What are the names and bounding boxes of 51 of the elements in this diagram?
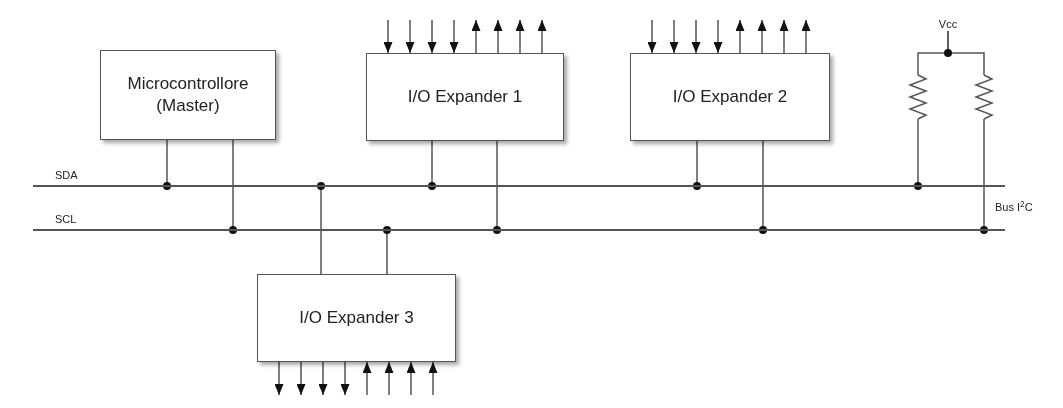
signal-arrow [427,19,437,54]
wire [759,140,767,234]
signal-arrow [515,19,525,54]
resistor-symbol [976,75,992,119]
signal-arrow [647,19,657,54]
wire [980,118,988,234]
wire [229,139,237,234]
signal-arrow [384,361,394,396]
signal-arrow [669,19,679,54]
signal-arrow [471,19,481,54]
signal-arrow [713,19,723,54]
box-label: I/O Expander 2 [672,86,788,108]
signal-arrow [318,361,328,396]
wire [693,140,701,190]
bus-line [33,185,1005,187]
signal-arrow [757,19,767,54]
signal-arrow [296,361,306,396]
wire [383,226,391,275]
signal-arrow [340,361,350,396]
signal-arrow [274,361,284,396]
box-label: I/O Expander 3 [299,307,414,329]
expander-box [257,274,456,362]
wire [493,140,501,234]
expander-box [366,53,564,141]
signal-arrow [537,19,547,54]
wire [317,182,325,275]
signal-arrow [735,19,745,54]
wire [914,118,922,190]
wire [428,140,436,190]
signal-arrow [779,19,789,54]
signal-arrow [383,19,393,54]
wire [947,30,985,76]
signal-arrow [449,19,459,54]
supply-label: Vcc [938,18,958,31]
signal-arrow [362,361,372,396]
signal-arrow [691,19,701,54]
bus-line [33,229,1005,231]
signal-arrow [428,361,438,396]
signal-arrow [493,19,503,54]
signal-arrow [405,19,415,54]
resistor-symbol [910,75,926,119]
wire [163,139,171,190]
signal-arrow [801,19,811,54]
bus-label: SCL [55,213,77,226]
box-label: Microcontrollore (Master) [126,73,250,117]
box-label: I/O Expander 1 [407,86,523,108]
microcontroller-box [100,50,276,140]
bus-label: SDA [55,169,78,182]
expander-box [630,53,830,141]
bus-name-label: Bus I$^{2}$C [995,201,1033,214]
signal-arrow [406,361,416,396]
